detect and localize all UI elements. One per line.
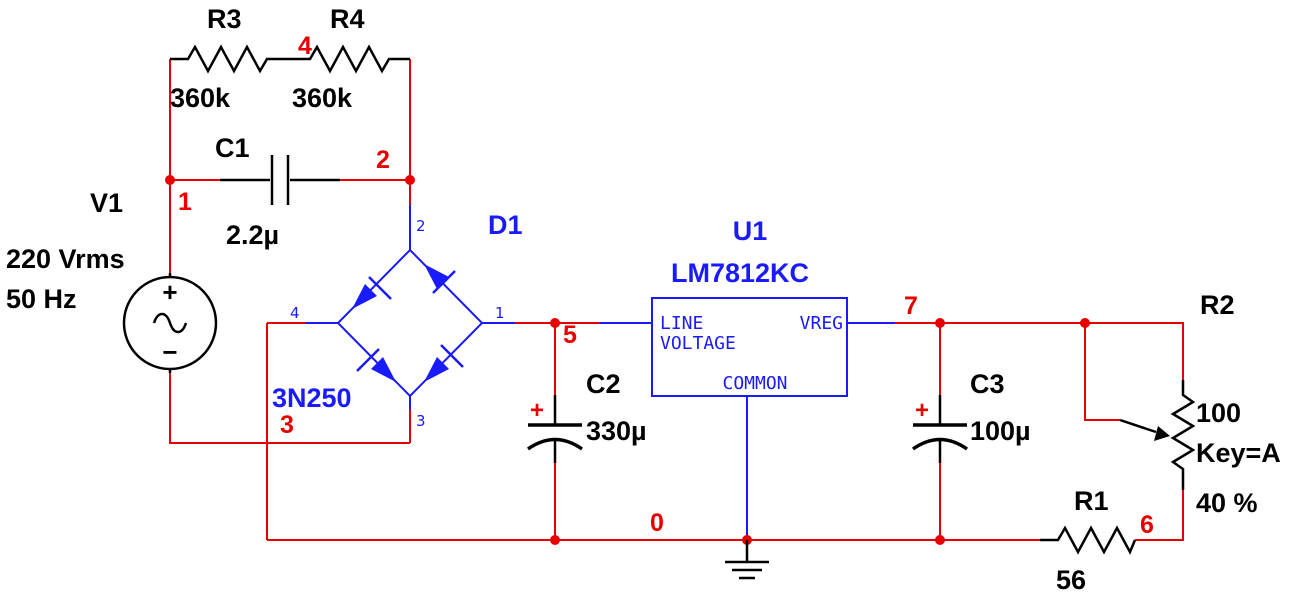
- c2-value-label: 330µ: [586, 416, 647, 446]
- v1-plus-sign: +: [162, 277, 177, 307]
- r4-ref-label: R4: [330, 4, 365, 34]
- r2-setting-label: 40 %: [1196, 488, 1258, 518]
- r3-value-label: 360k: [170, 83, 231, 113]
- junction-ground-c3: [935, 535, 945, 545]
- potentiometer-r2-symbol: [1119, 380, 1196, 490]
- net-label-6: 6: [1140, 511, 1154, 539]
- junction-net5: [550, 318, 560, 328]
- c3-value-label: 100µ: [970, 416, 1031, 446]
- wire-net7: [895, 322, 1184, 380]
- sine-wave-icon: [152, 312, 188, 334]
- junction-ground-c2: [550, 535, 560, 545]
- u1-pin-voltage: VOLTAGE: [660, 333, 736, 354]
- d1-ref-label: D1: [488, 210, 523, 240]
- wiper-arrow-icon: [1154, 426, 1170, 441]
- net-label-1: 1: [178, 188, 192, 216]
- bridge-outline: [336, 248, 484, 398]
- net-label-2: 2: [376, 146, 390, 174]
- diode-lower-right-icon: [424, 357, 449, 382]
- v1-minus-sign: −: [162, 337, 177, 367]
- u1-body: [651, 297, 848, 397]
- v1-frequency-label: 50 Hz: [6, 284, 77, 314]
- d1-part-label: 3N250: [272, 383, 352, 413]
- wire-net6: [1135, 490, 1184, 541]
- u1-part-label: LM7812KC: [671, 258, 809, 288]
- resistor-r1-symbol: [1040, 525, 1137, 555]
- u1-pin-line: LINE: [660, 313, 703, 334]
- wire-v1-to-net3: [169, 373, 410, 444]
- v1-ref-label: V1: [90, 188, 123, 218]
- ac-source-v1-symbol: + −: [122, 273, 218, 373]
- c2-ref-label: C2: [586, 369, 621, 399]
- capacitor-c1-symbol: [220, 155, 340, 205]
- d1-pin-1: 1: [495, 304, 505, 322]
- capacitor-c3-symbol: [911, 395, 969, 463]
- d1-pin-4: 4: [290, 304, 300, 322]
- c1-value-label: 2.2µ: [226, 220, 279, 250]
- c1-ref-label: C1: [215, 133, 250, 163]
- bridge-rectifier-d1-symbol: [336, 248, 484, 398]
- d1-pin-3: 3: [416, 412, 426, 430]
- diode-lower-left-bar: [356, 348, 380, 372]
- r2-ref-label: R2: [1200, 290, 1235, 320]
- diode-lower-right-bar: [440, 344, 464, 368]
- c3-ref-label: C3: [970, 369, 1005, 399]
- diode-upper-left-icon: [352, 284, 377, 309]
- junction-net1: [165, 175, 175, 185]
- net-label-3: 3: [280, 411, 294, 439]
- v1-amplitude-label: 220 Vrms: [6, 244, 125, 274]
- net-label-4: 4: [298, 32, 312, 60]
- u1-pin-common: COMMON: [722, 373, 787, 394]
- net-label-7: 7: [904, 292, 918, 320]
- component-leads: [305, 205, 895, 540]
- d1-pin-2: 2: [416, 217, 426, 235]
- r1-ref-label: R1: [1074, 486, 1109, 516]
- resistor-r3-symbol: [170, 44, 290, 74]
- r4-value-label: 360k: [292, 83, 353, 113]
- ground-icon: [725, 540, 769, 580]
- v1-circle: [122, 275, 218, 371]
- r2-wiper-line: [1119, 418, 1157, 434]
- junction-net2: [405, 175, 415, 185]
- junction-net7-a: [935, 318, 945, 328]
- c3-polarity-plus: +: [915, 397, 929, 424]
- diode-lower-left-icon: [371, 357, 396, 382]
- r3-ref-label: R3: [207, 4, 242, 34]
- u1-ref-label: U1: [733, 216, 768, 246]
- diode-upper-left-bar: [368, 276, 392, 300]
- net-label-0: 0: [650, 509, 664, 537]
- c2-polarity-plus: +: [530, 397, 544, 424]
- u1-pin-vreg: VREG: [800, 313, 843, 334]
- resistor-r4-symbol: [290, 44, 410, 74]
- net-label-5: 5: [563, 321, 577, 349]
- r2-value-label: 100: [1196, 398, 1241, 428]
- wire-r2-wiper: [1084, 323, 1120, 421]
- junctions: [165, 175, 1090, 545]
- r2-key-label: Key=A: [1196, 438, 1281, 468]
- wires: [169, 59, 1184, 541]
- diode-upper-right-bar: [432, 270, 456, 294]
- junction-net7-b: [1080, 318, 1090, 328]
- capacitor-c2-symbol: [526, 395, 584, 463]
- r2-resistor-body: [1170, 380, 1196, 490]
- r1-value-label: 56: [1056, 565, 1086, 593]
